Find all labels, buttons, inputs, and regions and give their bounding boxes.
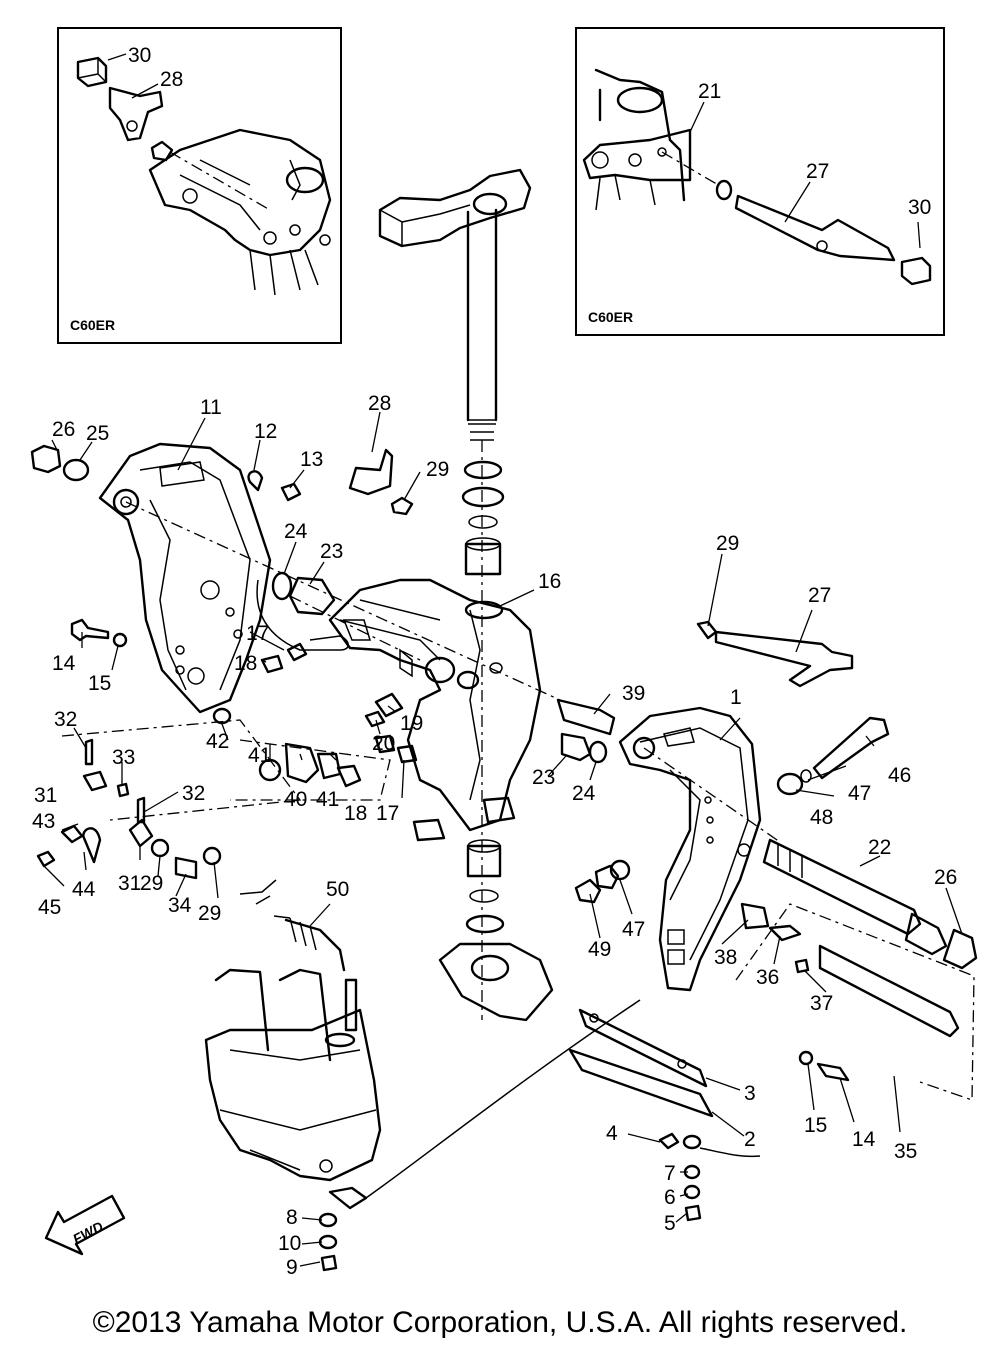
callout: 10 — [278, 1232, 301, 1255]
callout: 34 — [168, 894, 192, 917]
inset-left: C60ER 30 28 — [57, 27, 342, 344]
parts-diagram: C60ER 30 28 C60ER — [30, 27, 978, 1279]
callout: 3 — [744, 1082, 756, 1105]
callout: 48 — [810, 806, 833, 829]
callout: 14 — [852, 1128, 876, 1151]
callout: 47 — [848, 782, 871, 805]
callout: 25 — [86, 422, 109, 445]
callout: 32 — [182, 782, 205, 805]
callout: 40 — [284, 788, 307, 811]
callout: 13 — [300, 448, 323, 471]
callout: 35 — [894, 1140, 917, 1163]
callout: 41 — [316, 788, 339, 811]
fwd-arrow: FWD — [44, 1194, 126, 1256]
callout: 26 — [934, 866, 957, 889]
callout: 30 — [908, 196, 931, 219]
lower-mount — [438, 942, 554, 1022]
callout: 37 — [810, 992, 833, 1015]
callout: 17 — [376, 802, 399, 825]
callout: 15 — [88, 672, 111, 695]
callout: 20 — [372, 732, 395, 755]
callout: 31 — [34, 784, 57, 807]
callout: 17 — [246, 622, 269, 645]
callout: 27 — [808, 584, 831, 607]
callout: 2 — [744, 1128, 756, 1151]
callout: 24 — [284, 520, 308, 543]
copyright-notice: ©2013 Yamaha Motor Corporation, U.S.A. A… — [92, 1306, 908, 1339]
callout: 32 — [54, 708, 77, 731]
callout: 29 — [716, 532, 739, 555]
callout: 28 — [160, 68, 183, 91]
inset-right-label: C60ER — [588, 309, 633, 325]
anode-plates — [568, 1008, 761, 1222]
callout: 26 — [52, 418, 75, 441]
callout-labels: 11 12 13 26 25 28 29 24 23 16 14 15 17 1… — [32, 392, 957, 1279]
upper-hardware — [30, 444, 890, 796]
callout: 19 — [400, 712, 423, 735]
callout: 4 — [606, 1122, 618, 1145]
callout: 47 — [622, 918, 645, 941]
callout: 22 — [868, 836, 891, 859]
leader-lines — [43, 411, 963, 1267]
trim-sender — [735, 903, 975, 1101]
swivel-bracket — [328, 578, 542, 842]
callout: 45 — [38, 896, 61, 919]
callout: 21 — [698, 80, 721, 103]
callout: 7 — [664, 1162, 676, 1185]
callout: 38 — [714, 946, 737, 969]
trim-tilt-unit — [204, 879, 641, 1272]
callout: 29 — [140, 872, 163, 895]
fwd-label: FWD — [70, 1218, 106, 1247]
callout: 9 — [286, 1256, 298, 1279]
clamp-bracket-right — [618, 706, 762, 992]
callout: 6 — [664, 1186, 676, 1209]
callout: 39 — [622, 682, 645, 705]
inset-right: C60ER 21 27 30 — [575, 27, 945, 336]
shaft-washers — [461, 460, 505, 934]
steering-arm-shaft — [378, 168, 532, 1020]
callout: 29 — [198, 902, 221, 925]
callout: 23 — [532, 766, 555, 789]
callout: 16 — [538, 570, 561, 593]
callout: 27 — [806, 160, 829, 183]
callout: 31 — [118, 872, 141, 895]
callout: 24 — [572, 782, 596, 805]
callout: 30 — [128, 44, 151, 67]
callout: 49 — [588, 938, 611, 961]
inset-left-label: C60ER — [70, 317, 115, 333]
callout: 41 — [248, 744, 271, 767]
callout: 14 — [52, 652, 76, 675]
callout: 11 — [200, 396, 222, 419]
callout: 12 — [254, 420, 277, 443]
callout: 42 — [206, 730, 229, 753]
callout: 44 — [72, 878, 96, 901]
callout: 8 — [286, 1206, 298, 1229]
callout: 15 — [804, 1114, 827, 1137]
callout: 18 — [234, 652, 257, 675]
callout: 1 — [730, 686, 742, 709]
callout: 46 — [888, 764, 911, 787]
callout: 23 — [320, 540, 343, 563]
callout: 28 — [368, 392, 391, 415]
clamp-bracket-left — [98, 442, 272, 714]
callout: 29 — [426, 458, 449, 481]
callout: 43 — [32, 810, 55, 833]
callout: 18 — [344, 802, 367, 825]
callout: 36 — [756, 966, 779, 989]
callout: 5 — [664, 1212, 676, 1235]
tilt-shaft — [125, 501, 978, 970]
callout: 33 — [112, 746, 135, 769]
callout: 50 — [326, 878, 349, 901]
